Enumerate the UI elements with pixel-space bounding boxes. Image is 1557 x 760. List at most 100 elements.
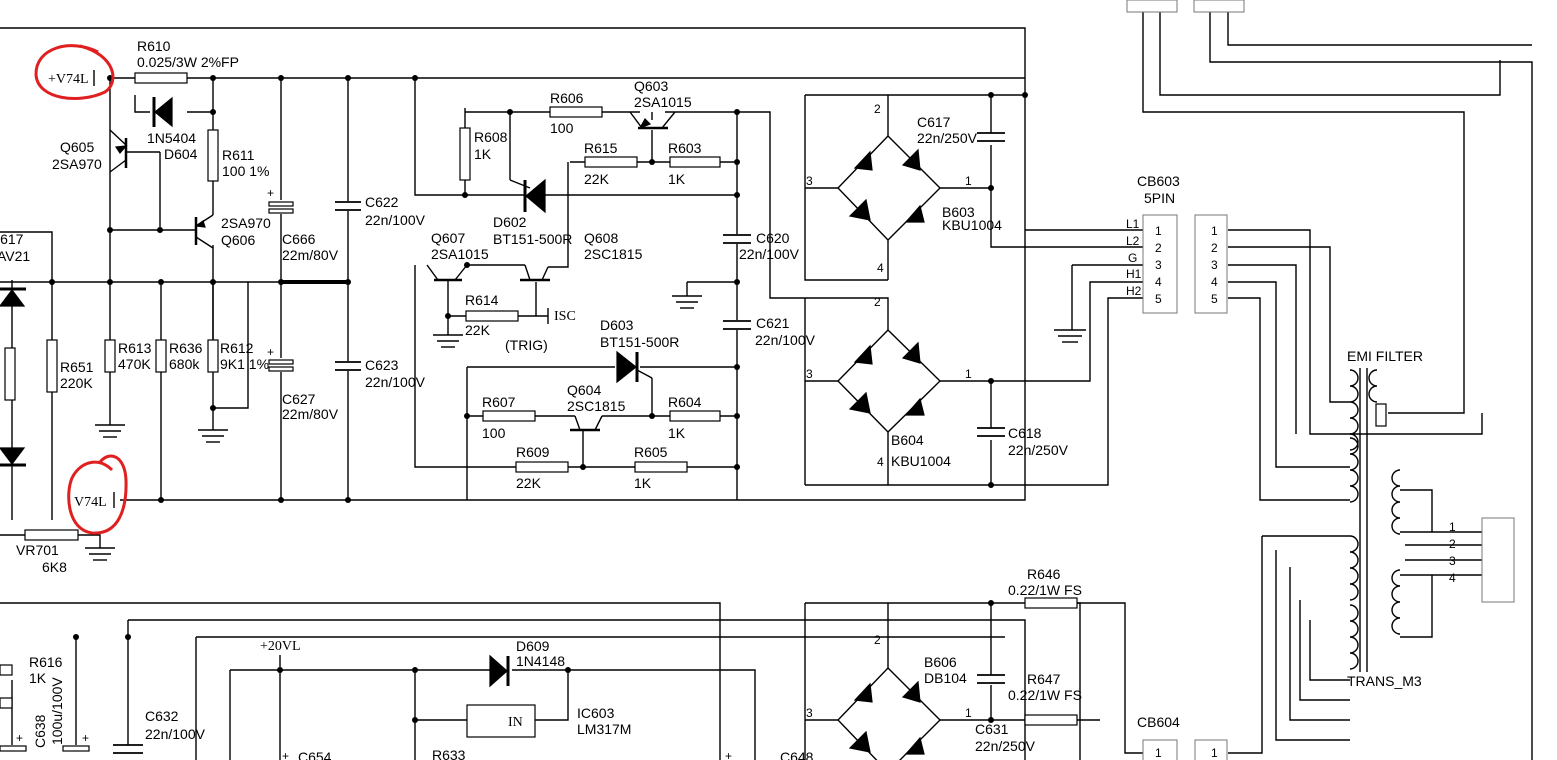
svg-text:R636: R636 [169, 340, 203, 356]
svg-text:3: 3 [806, 367, 813, 381]
transistors [109, 111, 676, 432]
svg-text:C623: C623 [365, 357, 399, 373]
svg-text:D609: D609 [516, 638, 550, 654]
svg-text:Q605: Q605 [60, 139, 94, 155]
svg-text:1N5404: 1N5404 [147, 130, 196, 146]
svg-text:AV21: AV21 [0, 248, 30, 264]
r606-body [549, 106, 603, 118]
cb603-block [1142, 214, 1178, 314]
svg-text:D603: D603 [600, 317, 634, 333]
svg-text:B604: B604 [891, 432, 924, 448]
r616-body [0, 664, 13, 676]
svg-text:+: + [267, 186, 274, 200]
svg-text:100u/100V: 100u/100V [49, 677, 65, 745]
svg-text:Q606: Q606 [221, 232, 255, 248]
svg-text:R646: R646 [1027, 566, 1061, 582]
svg-text:R609: R609 [516, 444, 550, 460]
svg-text:22m/80V: 22m/80V [282, 406, 339, 422]
svg-text:KBU1004: KBU1004 [942, 217, 1002, 233]
svg-text:R611: R611 [222, 147, 255, 163]
svg-text:DB104: DB104 [924, 670, 967, 686]
red-circle-bottom [67, 454, 128, 535]
svg-text:G: G [1128, 251, 1137, 265]
svg-text:2SA970: 2SA970 [221, 215, 271, 231]
svg-text:+: + [267, 345, 274, 359]
r608-body [459, 127, 471, 181]
svg-text:1K: 1K [474, 146, 492, 162]
r612-body [207, 339, 219, 373]
r609-body [515, 461, 569, 473]
bridges [805, 118, 941, 760]
svg-text:+: + [725, 749, 732, 760]
svg-text:R614: R614 [465, 292, 499, 308]
svg-text:1: 1 [1449, 520, 1456, 534]
svg-text:4: 4 [1449, 571, 1456, 585]
svg-text:R605: R605 [634, 444, 668, 460]
svg-text:R613: R613 [118, 340, 152, 356]
svg-text:C618: C618 [1008, 425, 1042, 441]
netlabel-trig: (TRIG) [505, 337, 548, 353]
r651-body [46, 339, 58, 393]
r604-body [669, 410, 721, 422]
ic603-body [466, 704, 536, 738]
svg-text:C627: C627 [282, 391, 316, 407]
ground-icon [433, 334, 463, 348]
r611-body [207, 129, 219, 182]
svg-text:1: 1 [1211, 224, 1218, 238]
red-circle-top [34, 44, 115, 100]
r603-body [669, 156, 721, 168]
svg-text:CB604: CB604 [1137, 714, 1180, 730]
svg-text:B603: B603 [942, 204, 975, 220]
svg-text:3: 3 [1211, 258, 1218, 272]
d604-diode-symbol [154, 96, 173, 128]
svg-text:C638: C638 [32, 714, 48, 748]
svg-text:4: 4 [877, 455, 884, 469]
svg-text:6K8: 6K8 [42, 559, 67, 575]
svg-text:C648: C648 [780, 749, 814, 760]
svg-text:0.025/3W 2%FP: 0.025/3W 2%FP [137, 54, 239, 70]
r610-body [134, 72, 188, 84]
svg-text:100: 100 [482, 425, 506, 441]
svg-text:4: 4 [1211, 275, 1218, 289]
svg-text:1: 1 [965, 367, 972, 381]
svg-text:2SA970: 2SA970 [52, 156, 102, 172]
junctions [49, 75, 1028, 723]
svg-text:5: 5 [1155, 292, 1162, 306]
resistors [0, 72, 1078, 726]
r613-body [104, 339, 116, 373]
svg-text:KBU1004: KBU1004 [891, 453, 951, 469]
svg-text:22n/250V: 22n/250V [917, 130, 978, 146]
r605-body [634, 461, 688, 473]
svg-text:22n/100V: 22n/100V [145, 726, 206, 742]
svg-text:5: 5 [1211, 292, 1218, 306]
svg-text:Q603: Q603 [634, 78, 668, 94]
svg-text:22n/250V: 22n/250V [1008, 442, 1069, 458]
svg-text:TRANS_M3: TRANS_M3 [1347, 673, 1422, 689]
ground-icon [85, 547, 115, 561]
svg-text:VR701: VR701 [16, 542, 59, 558]
svg-text:1: 1 [1211, 746, 1218, 760]
ground-icon [1054, 329, 1086, 343]
svg-text:C666: C666 [282, 231, 316, 247]
svg-text:C632: C632 [145, 708, 179, 724]
svg-text:220K: 220K [60, 375, 93, 391]
svg-text:Q607: Q607 [431, 230, 465, 246]
netlabel-v74l-bottom: V74L [74, 495, 107, 510]
r647-body [1024, 714, 1078, 726]
svg-text:100: 100 [550, 120, 574, 136]
svg-text:R610: R610 [137, 38, 171, 54]
svg-text:Q604: Q604 [567, 382, 601, 398]
svg-text:C622: C622 [365, 194, 399, 210]
r607-body [482, 410, 536, 422]
svg-text:2SC1815: 2SC1815 [584, 246, 643, 262]
d602-scr-symbol [525, 178, 546, 214]
svg-text:3: 3 [1449, 554, 1456, 568]
svg-text:C620: C620 [756, 230, 790, 246]
r636-body [155, 339, 167, 373]
svg-text:D602: D602 [493, 214, 527, 230]
svg-text:R647: R647 [1027, 671, 1061, 687]
svg-text:2: 2 [874, 295, 881, 309]
svg-text:2: 2 [874, 633, 881, 647]
svg-text:R612: R612 [220, 340, 254, 356]
